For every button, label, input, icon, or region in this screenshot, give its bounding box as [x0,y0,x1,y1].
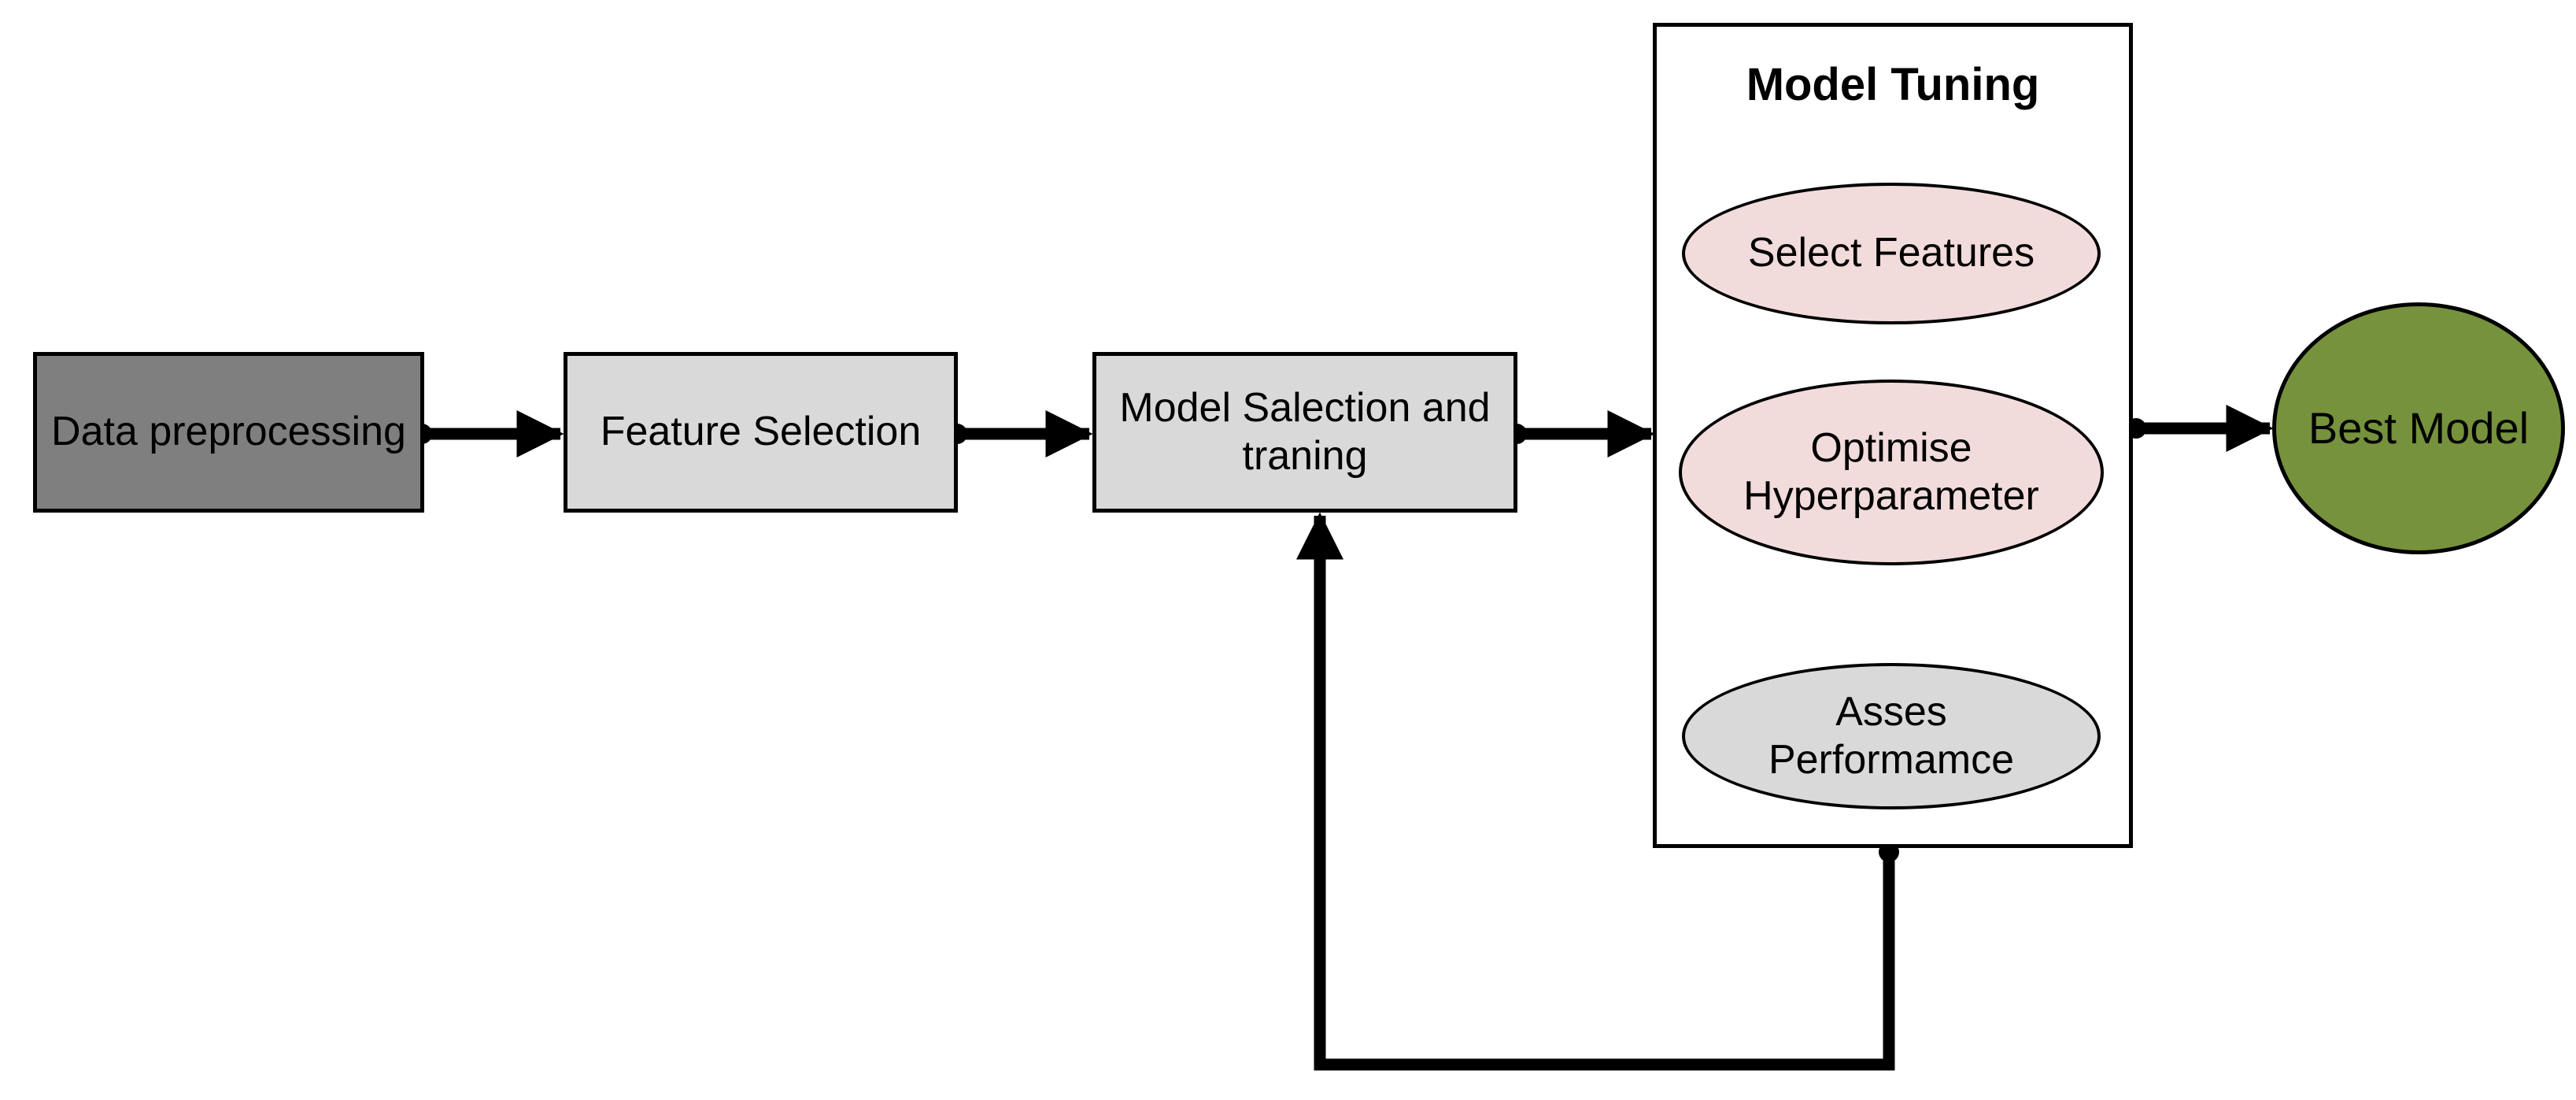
node-optimise-hyperparameter: Optimise Hyperparameter [1679,380,2104,565]
node-select-features: Select Features [1682,183,2101,324]
node-label-optimise-hyperparameter: Optimise Hyperparameter [1743,424,2039,519]
node-assess-performance: Asses Performamce [1682,663,2101,809]
node-data-preprocessing: Data preprocessing [33,352,424,513]
node-label-best-model: Best Model [2308,402,2530,453]
node-best-model: Best Model [2272,302,2565,554]
node-feature-selection: Feature Selection [564,352,958,513]
group-model-tuning-title: Model Tuning [1746,59,2040,110]
node-label-model-selection-training: Model Salection and traning [1119,384,1491,479]
node-label-select-features: Select Features [1747,230,2035,276]
node-model-selection-training: Model Salection and traning [1092,352,1517,513]
node-label-data-preprocessing: Data preprocessing [51,409,406,455]
node-label-feature-selection: Feature Selection [600,409,922,455]
node-label-assess-performance: Asses Performamce [1768,688,2015,783]
